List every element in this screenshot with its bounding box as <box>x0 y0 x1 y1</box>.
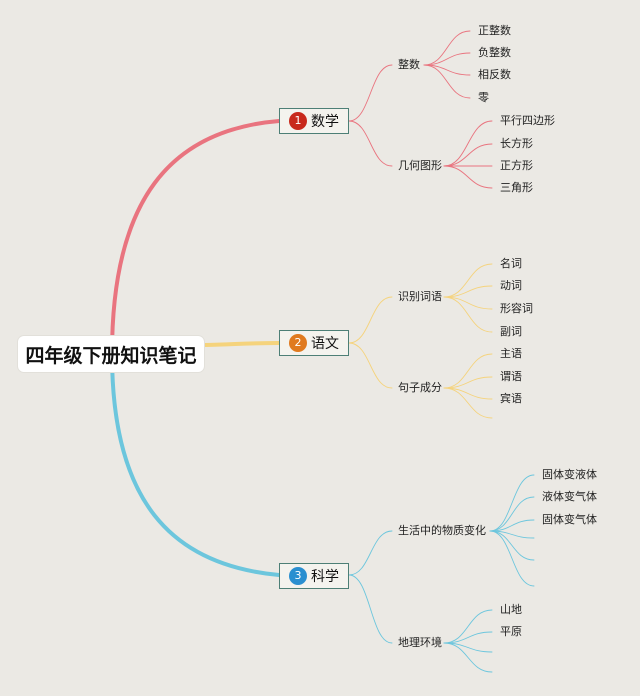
connector-root-science <box>110 352 281 577</box>
connector-geography-leaf-0 <box>443 609 493 644</box>
connector-words-leaf-3 <box>443 296 493 333</box>
connector-geometry-leaf-0 <box>443 120 493 167</box>
leaf-item[interactable]: 正整数 <box>478 24 511 37</box>
connector-sentence-leaf-0 <box>443 353 493 389</box>
connector-geography-leaf-1 <box>443 631 493 644</box>
connector-integers-leaf-0 <box>423 30 471 66</box>
leaf-item[interactable]: 三角形 <box>500 181 533 194</box>
topic-material-change[interactable]: 生活中的物质变化 <box>398 524 486 537</box>
connector-material-leaf-2 <box>489 519 535 532</box>
leaf-item[interactable]: 宾语 <box>500 392 522 405</box>
topic-geometry[interactable]: 几何图形 <box>398 159 442 172</box>
connector-words-leaf-2 <box>443 296 493 310</box>
leaf-item[interactable]: 谓语 <box>500 370 522 383</box>
connector-material-leaf-4 <box>489 530 535 561</box>
leaf-item[interactable]: 液体变气体 <box>542 490 597 503</box>
branch-number-badge: 2 <box>289 334 307 352</box>
branch-label: 语文 <box>311 336 339 352</box>
connector-science-topic-0 <box>348 530 393 576</box>
connector-integers-leaf-3 <box>423 64 471 99</box>
branch-label: 科学 <box>311 569 339 585</box>
leaf-item[interactable]: 名词 <box>500 257 522 270</box>
leaf-item[interactable]: 副词 <box>500 325 522 338</box>
topic-word-recognition[interactable]: 识别词语 <box>398 290 442 303</box>
leaf-item[interactable]: 主语 <box>500 347 522 360</box>
leaf-item[interactable]: 负整数 <box>478 46 511 59</box>
connector-science-topic-1 <box>348 574 393 644</box>
root-title: 四年级下册知识笔记 <box>25 344 197 367</box>
connector-math-topic-0 <box>348 64 393 122</box>
branch-number-badge: 1 <box>289 112 307 130</box>
connector-geography-leaf-3 <box>443 642 493 673</box>
connector-math-topic-1 <box>348 120 393 167</box>
branch-number-badge: 3 <box>289 567 307 585</box>
branch-science[interactable]: 3 科学 <box>279 563 349 589</box>
leaf-item[interactable]: 山地 <box>500 603 522 616</box>
leaf-item[interactable]: 形容词 <box>500 302 533 315</box>
connector-root-chinese <box>202 341 281 347</box>
branch-label: 数学 <box>311 114 339 130</box>
leaf-item[interactable]: 正方形 <box>500 159 533 172</box>
connector-integers-leaf-1 <box>423 52 471 66</box>
connector-root-math <box>110 119 281 356</box>
leaf-item[interactable]: 动词 <box>500 279 522 292</box>
mindmap-root[interactable]: 四年级下册知识笔记 <box>18 336 204 372</box>
connector-material-leaf-0 <box>489 474 535 532</box>
leaf-item[interactable]: 平行四边形 <box>500 114 555 127</box>
connector-words-leaf-0 <box>443 263 493 298</box>
leaf-item[interactable]: 长方形 <box>500 137 533 150</box>
connector-geometry-leaf-1 <box>443 143 493 167</box>
leaf-item[interactable]: 相反数 <box>478 68 511 81</box>
leaf-item[interactable]: 平原 <box>500 625 522 638</box>
connector-words-leaf-1 <box>443 285 493 298</box>
connector-material-leaf-5 <box>489 530 535 587</box>
topic-integers[interactable]: 整数 <box>398 58 420 71</box>
topic-sentence-components[interactable]: 句子成分 <box>398 381 442 394</box>
connector-chinese-topic-1 <box>348 342 393 389</box>
leaf-item[interactable]: 固体变气体 <box>542 513 597 526</box>
branch-chinese[interactable]: 2 语文 <box>279 330 349 356</box>
connector-geometry-leaf-3 <box>443 165 493 189</box>
leaf-item[interactable]: 固体变液体 <box>542 468 597 481</box>
leaf-item[interactable]: 零 <box>478 91 489 104</box>
connector-material-leaf-1 <box>489 496 535 532</box>
connector-chinese-topic-0 <box>348 296 393 344</box>
branch-math[interactable]: 1 数学 <box>279 108 349 134</box>
topic-geography[interactable]: 地理环境 <box>398 636 442 649</box>
connector-sentence-leaf-2 <box>443 387 493 400</box>
connector-sentence-leaf-3 <box>443 387 493 419</box>
connector-sentence-leaf-1 <box>443 376 493 389</box>
